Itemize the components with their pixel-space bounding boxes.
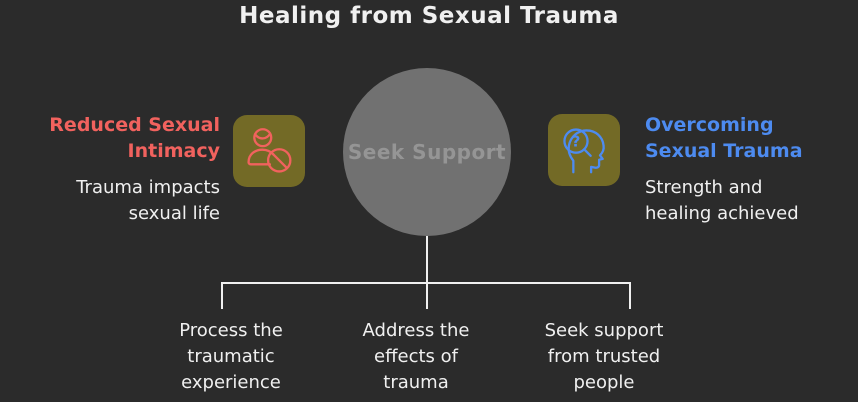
connector-horizontal [221,282,631,284]
left-section: Reduced Sexual Intimacy Trauma impacts s… [20,112,220,227]
branch-label-process: Process the traumatic experience [179,320,283,393]
center-node-label: Seek Support [347,140,507,164]
left-subtitle: Trauma impacts sexual life [76,177,220,224]
head-search-icon: ? [548,114,620,186]
head-search-icon-glyph: ? [563,128,605,174]
branch-label-address: Address the effects of trauma [362,320,470,393]
connector-stem [426,236,428,309]
svg-text:?: ? [572,132,581,150]
person-blocked-icon [233,115,305,187]
left-heading: Reduced Sexual Intimacy [49,114,220,162]
right-heading: Overcoming Sexual Trauma [645,114,803,162]
right-section: Overcoming Sexual Trauma Strength and he… [645,112,845,227]
person-blocked-icon-glyph [247,128,292,173]
right-subtitle: Strength and healing achieved [645,177,799,224]
branch-label-seek-support: Seek support from trusted people [544,320,664,393]
page-title: Healing from Sexual Trauma [239,3,619,29]
connector-drop-right [629,282,631,309]
connector-drop-left [221,282,223,309]
center-node: Seek Support [343,68,511,236]
